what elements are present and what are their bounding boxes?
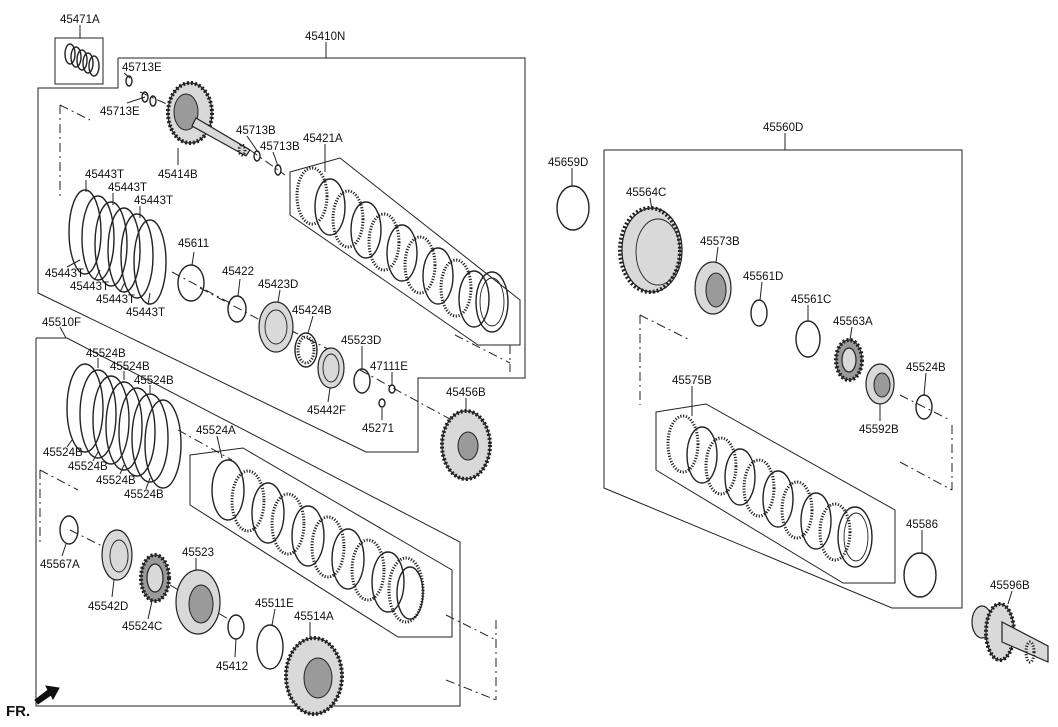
assembly-outline-45560d: [603, 149, 963, 609]
subassembly-outline-45421a: [289, 157, 521, 346]
label-45443t-1: 45443T: [85, 169, 124, 181]
clutch-pack-45575b: [666, 414, 873, 568]
label-45412: 45412: [216, 661, 248, 673]
label-45471a: 45471A: [60, 14, 100, 26]
output-shaft-45596b: [971, 602, 1049, 664]
snap-ring-stack-45443t: [68, 189, 167, 305]
label-45443t-2: 45443T: [108, 182, 147, 194]
label-47111e: 47111E: [370, 361, 408, 373]
snap-ring-45611: [177, 264, 205, 302]
input-shaft-45414b: [166, 81, 251, 157]
label-45564c: 45564C: [626, 187, 666, 199]
washer-45424b: [294, 332, 318, 368]
snap-ring-45523d: [353, 368, 371, 394]
label-45524b-4: 45524B: [43, 447, 83, 459]
callout-labels: 45471A 45410N 45713E 45713E 45713B 45713…: [40, 14, 1030, 673]
label-45456b: 45456B: [446, 387, 486, 399]
one-way-clutch-45563a: [834, 338, 864, 382]
assembly-centerlines: [39, 91, 953, 701]
snap-ring-45586: [903, 552, 937, 598]
label-45524b-6: 45524B: [96, 475, 136, 487]
label-45713e-top: 45713E: [122, 62, 162, 74]
label-45271: 45271: [362, 423, 394, 435]
label-45713e-bottom: 45713E: [100, 106, 140, 118]
label-45592b: 45592B: [859, 424, 899, 436]
label-45524b-5: 45524B: [68, 461, 108, 473]
label-45524b-2: 45524B: [110, 361, 150, 373]
bearing-race-45542d: [101, 529, 133, 581]
subassembly-outline-45524a: [189, 447, 453, 638]
piston-45523: [175, 569, 221, 635]
label-45414b: 45414B: [158, 169, 198, 181]
front-direction-indicator: FR.: [6, 685, 60, 720]
label-45596b: 45596B: [990, 580, 1030, 592]
clutch-pack-45421a: [295, 166, 509, 333]
label-45561c: 45561C: [791, 294, 831, 306]
label-45575b: 45575B: [672, 375, 712, 387]
label-45523: 45523: [182, 547, 214, 559]
ball-45271: [378, 398, 386, 408]
callout-leaders: [59, 25, 1013, 658]
ring-gear-45564c: [618, 206, 683, 294]
assembly-outline-45410n: [37, 57, 526, 453]
snap-ring-45511e: [256, 624, 284, 670]
seal-45442f: [317, 347, 345, 389]
label-45524b-3: 45524B: [134, 375, 174, 387]
label-45573b: 45573B: [700, 236, 740, 248]
label-45713b-top: 45713B: [236, 125, 276, 137]
retainer-45573b: [694, 261, 732, 315]
label-45561d: 45561D: [743, 271, 783, 283]
label-45443t-3: 45443T: [134, 195, 173, 207]
seal-ring-45713e: [125, 75, 157, 107]
label-45514a: 45514A: [294, 611, 334, 623]
hub-45456b: [440, 409, 492, 481]
snap-ring-stack-45524b: [66, 363, 182, 489]
label-45421a: 45421A: [303, 133, 343, 145]
snap-ring-45659d: [556, 185, 590, 231]
label-45410n: 45410N: [305, 31, 345, 43]
piston-45423d: [258, 301, 294, 353]
label-45443t-5: 45443T: [70, 281, 109, 293]
snap-ring-45561d: [750, 299, 768, 327]
label-45713b-bottom: 45713B: [260, 141, 300, 153]
snap-ring-45567a: [59, 515, 79, 545]
subassembly-outline-45575b: [655, 403, 896, 584]
label-45511e: 45511E: [255, 598, 294, 610]
snap-ring-45561c: [795, 320, 821, 358]
front-arrow-icon: [34, 685, 60, 705]
label-45443t-7: 45443T: [126, 307, 165, 319]
label-45524a: 45524A: [196, 425, 236, 437]
label-45542d: 45542D: [88, 601, 128, 613]
label-45422: 45422: [222, 266, 254, 278]
one-way-clutch-45524c: [139, 553, 171, 603]
assembly-outline-45510f: [35, 337, 461, 707]
label-45524b-7: 45524B: [124, 489, 164, 501]
front-direction-label: FR.: [6, 703, 30, 720]
label-45443t-6: 45443T: [96, 294, 135, 306]
label-45586: 45586: [906, 519, 938, 531]
label-45523d: 45523D: [341, 335, 381, 347]
label-45560d: 45560D: [763, 122, 803, 134]
label-45510f: 45510F: [42, 317, 81, 329]
label-45442f: 45442F: [307, 405, 346, 417]
label-45524b-right: 45524B: [906, 362, 946, 374]
label-45611: 45611: [178, 238, 209, 250]
clutch-pack-45524a: [211, 459, 425, 624]
label-45567a: 45567A: [40, 559, 80, 571]
drum-45514a: [284, 636, 344, 716]
snap-ring-45422: [227, 295, 247, 323]
spring-45471a: [54, 37, 104, 85]
bearing-45592b: [865, 363, 895, 405]
label-45524b-1: 45524B: [86, 348, 126, 360]
label-45424b: 45424B: [292, 305, 332, 317]
label-45423d: 45423D: [258, 279, 298, 291]
label-45659d: 45659D: [548, 157, 588, 169]
label-45563a: 45563A: [833, 316, 873, 328]
label-45524c: 45524C: [122, 621, 162, 633]
snap-ring-45412: [227, 614, 245, 640]
label-45443t-4: 45443T: [45, 268, 84, 280]
